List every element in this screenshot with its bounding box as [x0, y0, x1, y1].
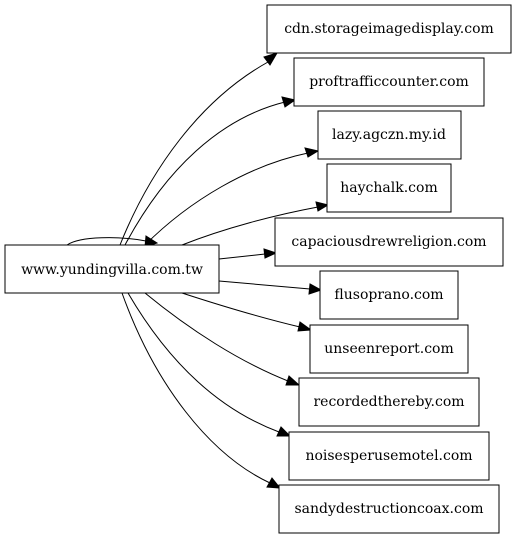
node-target: flusoprano.com	[319, 270, 459, 320]
node-target: unseenreport.com	[309, 324, 469, 374]
node-target: recordedthereby.com	[298, 377, 480, 427]
edge-to-flusoprano	[218, 280, 323, 295]
node-label-target: sandydestructioncoax.com	[294, 501, 483, 517]
node-target: capaciousdrewreligion.com	[274, 217, 504, 267]
node-target: proftrafficcounter.com	[293, 57, 485, 107]
node-label-target: cdn.storageimagedisplay.com	[284, 21, 494, 37]
node-target: cdn.storageimagedisplay.com	[266, 4, 512, 54]
edge-to-capaciousdrewreligion	[218, 248, 278, 260]
node-label-target: unseenreport.com	[324, 341, 454, 357]
edge-to-unseenreport	[181, 292, 313, 332]
edge-to-lazy-agczn	[144, 147, 320, 246]
node-source: www.yundingvilla.com.tw	[4, 244, 220, 294]
node-label-target: noisesperusemotel.com	[305, 448, 472, 464]
node-label-source: www.yundingvilla.com.tw	[21, 262, 203, 278]
node-label-target: lazy.agczn.my.id	[332, 127, 446, 143]
edge-to-proftrafficcounter	[124, 96, 297, 246]
edge-to-cdn-storageimagedisplay	[119, 52, 279, 246]
edge-to-recordedthereby	[144, 292, 301, 386]
node-target: haychalk.com	[326, 163, 452, 213]
node-label-target: capaciousdrewreligion.com	[291, 234, 486, 250]
node-label-target: recordedthereby.com	[313, 394, 464, 410]
edge-to-haychalk	[181, 201, 330, 246]
node-target: noisesperusemotel.com	[288, 431, 490, 481]
node-label-target: flusoprano.com	[334, 287, 443, 303]
node-target: lazy.agczn.my.id	[317, 110, 462, 160]
node-label-target: haychalk.com	[340, 180, 437, 196]
node-label-target: proftrafficcounter.com	[309, 74, 469, 90]
edges	[66, 52, 330, 489]
node-target: sandydestructioncoax.com	[278, 484, 500, 534]
edge-to-noisesperusemotel	[127, 292, 292, 437]
edge-to-sandydestructioncoax	[121, 292, 282, 489]
